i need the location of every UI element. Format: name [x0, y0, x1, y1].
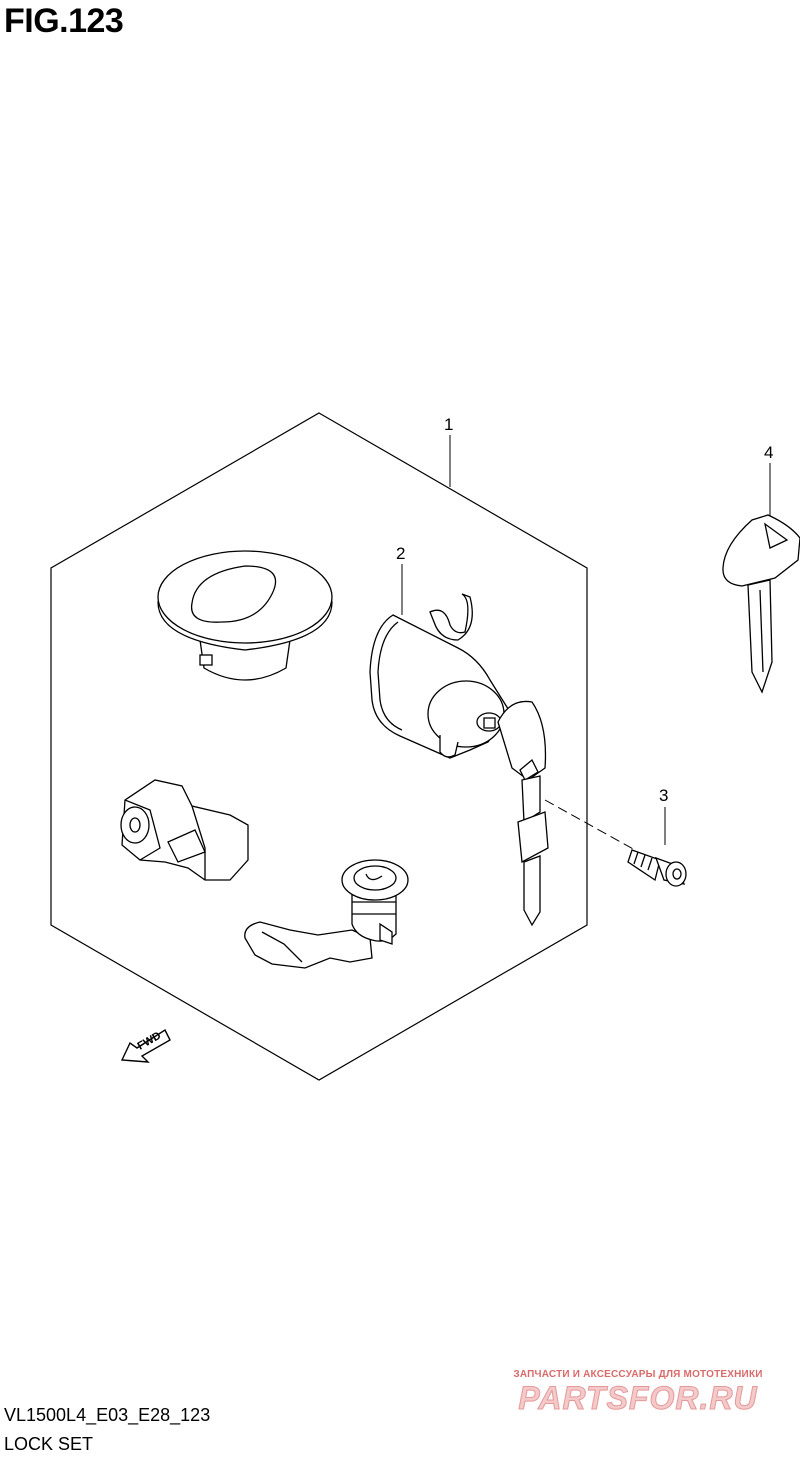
watermark-brand: PARTSFOR.RU	[518, 1380, 758, 1417]
latch-part[interactable]	[120, 779, 249, 881]
watermark: ЗАПЧАСТИ И АКСЕССУАРЫ ДЛЯ МОТОТЕХНИКИ PA…	[488, 1369, 788, 1417]
kit-boundary-hexagon	[50, 412, 588, 1081]
fwd-arrow-icon: FWD	[120, 1028, 171, 1063]
diagram-code: VL1500L4_E03_E28_123	[4, 1405, 211, 1425]
diagram-name: LOCK SET	[4, 1434, 94, 1454]
callout-4-label[interactable]: 4	[764, 443, 773, 462]
cap-part[interactable]	[157, 550, 333, 681]
callout-1-label[interactable]: 1	[444, 415, 453, 434]
cam-lock-part[interactable]	[244, 859, 409, 969]
screw-part[interactable]	[627, 849, 687, 887]
lock-cylinder-part[interactable]	[369, 593, 549, 927]
callout-2-label[interactable]: 2	[396, 544, 405, 563]
watermark-tagline: ЗАПЧАСТИ И АКСЕССУАРЫ ДЛЯ МОТОТЕХНИКИ	[513, 1369, 763, 1380]
assembly-dashed-line	[544, 799, 636, 851]
callout-3-label[interactable]: 3	[659, 786, 668, 805]
key-part[interactable]	[722, 514, 800, 694]
figure-title: FIG.123	[4, 2, 124, 40]
